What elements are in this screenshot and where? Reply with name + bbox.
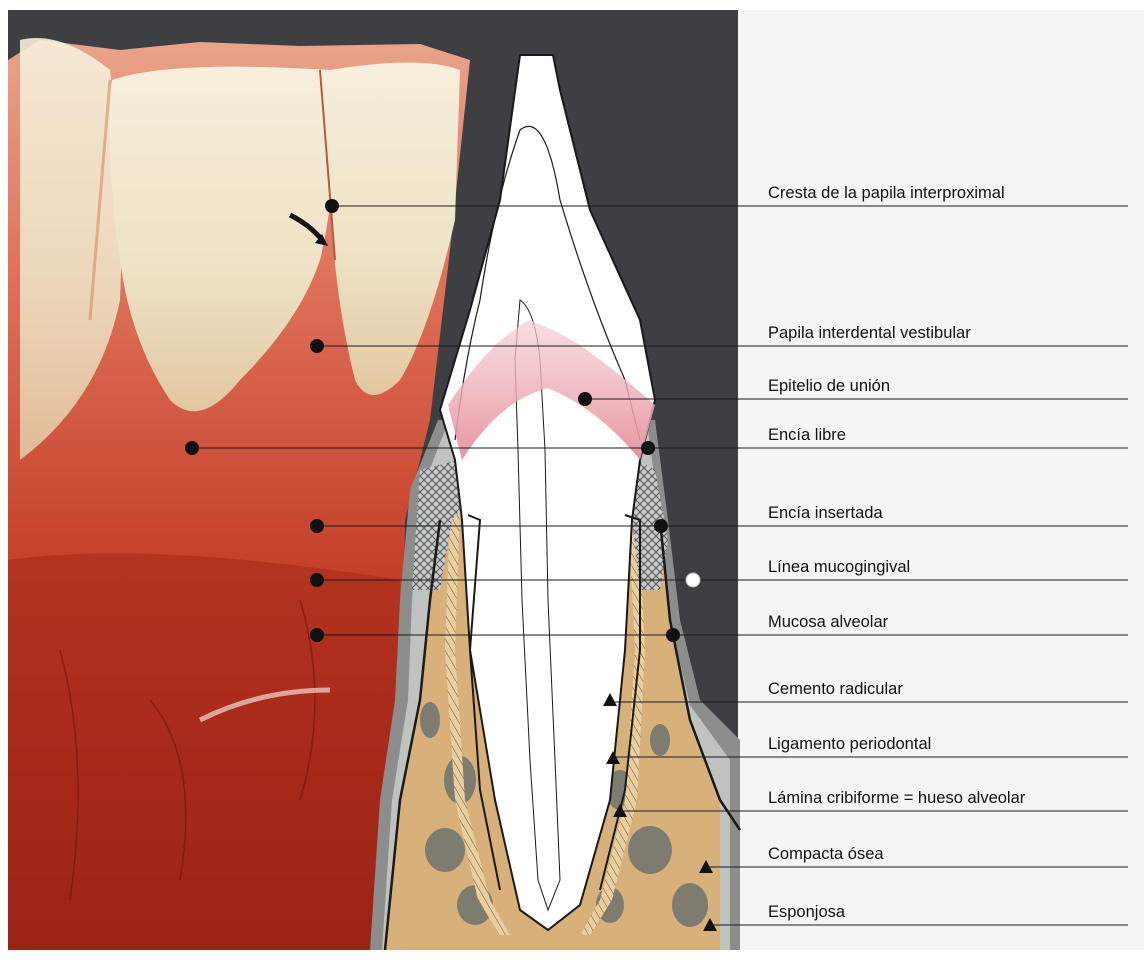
black-dot-marker-icon (654, 519, 668, 533)
label-compacta: Compacta ósea (768, 845, 884, 863)
label-panel (738, 10, 1144, 950)
black-dot-marker-icon (310, 628, 324, 642)
black-dot-marker-icon (310, 519, 324, 533)
label-mucogingival: Línea mucogingival (768, 558, 910, 576)
label-epitelio: Epitelio de unión (768, 377, 890, 395)
label-esponjosa: Esponjosa (768, 903, 846, 921)
black-dot-marker-icon (641, 441, 655, 455)
black-dot-marker-icon (666, 628, 680, 642)
black-dot-marker-icon (310, 573, 324, 587)
black-dot-marker-icon (185, 441, 199, 455)
label-cemento: Cemento radicular (768, 680, 903, 698)
label-cresta: Cresta de la papila interproximal (768, 184, 1005, 202)
label-ligamento: Ligamento periodontal (768, 735, 931, 753)
label-insertada: Encía insertada (768, 504, 883, 522)
black-dot-marker-icon (310, 339, 324, 353)
white-dot-marker-icon (686, 573, 700, 587)
label-libre: Encía libre (768, 426, 846, 444)
label-lamina: Lámina cribiforme = hueso alveolar (768, 789, 1026, 807)
label-papila: Papila interdental vestibular (768, 324, 971, 342)
black-dot-marker-icon (578, 392, 592, 406)
black-dot-marker-icon (325, 199, 339, 213)
label-mucosa: Mucosa alveolar (768, 613, 889, 631)
